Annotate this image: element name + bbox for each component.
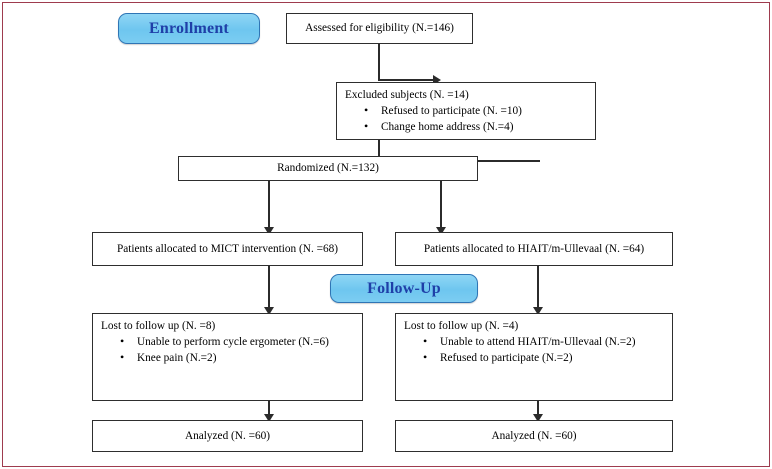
node-allocated-mict: Patients allocated to MICT intervention …	[92, 232, 363, 266]
list-item: Refused to participate (N.=2)	[423, 350, 666, 366]
arrowhead-analyzed-right	[533, 414, 543, 422]
connector-assessed-to-excluded	[378, 79, 436, 81]
connector-alloc-right-to-lost-right	[537, 266, 539, 310]
connector-randomized-to-alloc-left	[268, 181, 270, 230]
node-randomized-label: Randomized (N.=132)	[277, 162, 379, 175]
list-item: Refused to participate (N. =10)	[364, 103, 589, 119]
connector-excluded-to-randomized	[378, 140, 380, 158]
node-analyzed-hiait-label: Analyzed (N. =60)	[491, 429, 577, 442]
arrowhead-alloc-left	[264, 227, 274, 235]
arrowhead-lost-right	[533, 307, 543, 315]
list-item: Knee pain (N.=2)	[120, 350, 356, 366]
list-item: Change home address (N.=4)	[364, 119, 589, 135]
arrowhead-lost-left	[264, 307, 274, 315]
node-excluded-subjects-list: Refused to participate (N. =10) Change h…	[345, 103, 589, 135]
list-item: Unable to attend HIAIT/m-Ullevaal (N.=2)	[423, 334, 666, 350]
phase-banner-enrollment: Enrollment	[118, 13, 260, 44]
arrowhead-analyzed-left	[264, 414, 274, 422]
phase-banner-followup-label: Follow-Up	[367, 279, 441, 297]
node-excluded-subjects-head: Excluded subjects (N. =14)	[345, 89, 469, 101]
node-lost-to-followup-hiait-list: Unable to attend HIAIT/m-Ullevaal (N.=2)…	[404, 334, 666, 366]
connector-lost-right-to-analyzed-right	[537, 401, 539, 418]
arrowhead-to-excluded	[433, 75, 441, 85]
node-allocated-mict-label: Patients allocated to MICT intervention …	[116, 242, 339, 255]
node-lost-to-followup-mict-head: Lost to follow up (N. =8)	[101, 320, 216, 332]
connector-lost-left-to-analyzed-left	[268, 401, 270, 418]
connector-alloc-left-to-lost-left	[268, 266, 270, 310]
connector-randomized-stub	[478, 160, 540, 162]
connector-assessed-down	[378, 44, 380, 80]
node-lost-to-followup-mict: Lost to follow up (N. =8) Unable to perf…	[92, 313, 363, 401]
node-lost-to-followup-mict-list: Unable to perform cycle ergometer (N.=6)…	[101, 334, 356, 366]
node-randomized: Randomized (N.=132)	[178, 156, 478, 181]
node-lost-to-followup-hiait-head: Lost to follow up (N. =4)	[404, 320, 519, 332]
node-analyzed-mict-label: Analyzed (N. =60)	[184, 429, 271, 442]
arrowhead-alloc-right	[436, 227, 446, 235]
node-allocated-hiait: Patients allocated to HIAIT/m-Ullevaal (…	[395, 232, 673, 266]
list-item: Unable to perform cycle ergometer (N.=6)	[120, 334, 356, 350]
node-analyzed-mict: Analyzed (N. =60)	[92, 420, 363, 452]
node-assessed-for-eligibility: Assessed for eligibility (N.=146)	[286, 13, 473, 44]
node-allocated-hiait-label: Patients allocated to HIAIT/m-Ullevaal (…	[423, 242, 645, 255]
phase-banner-followup: Follow-Up	[330, 274, 478, 303]
connector-randomized-to-alloc-right	[440, 181, 442, 230]
node-lost-to-followup-hiait: Lost to follow up (N. =4) Unable to atte…	[395, 313, 673, 401]
node-excluded-subjects: Excluded subjects (N. =14) Refused to pa…	[336, 82, 596, 140]
node-analyzed-hiait: Analyzed (N. =60)	[395, 420, 673, 452]
node-assessed-for-eligibility-label: Assessed for eligibility (N.=146)	[305, 22, 454, 35]
phase-banner-enrollment-label: Enrollment	[149, 19, 229, 37]
